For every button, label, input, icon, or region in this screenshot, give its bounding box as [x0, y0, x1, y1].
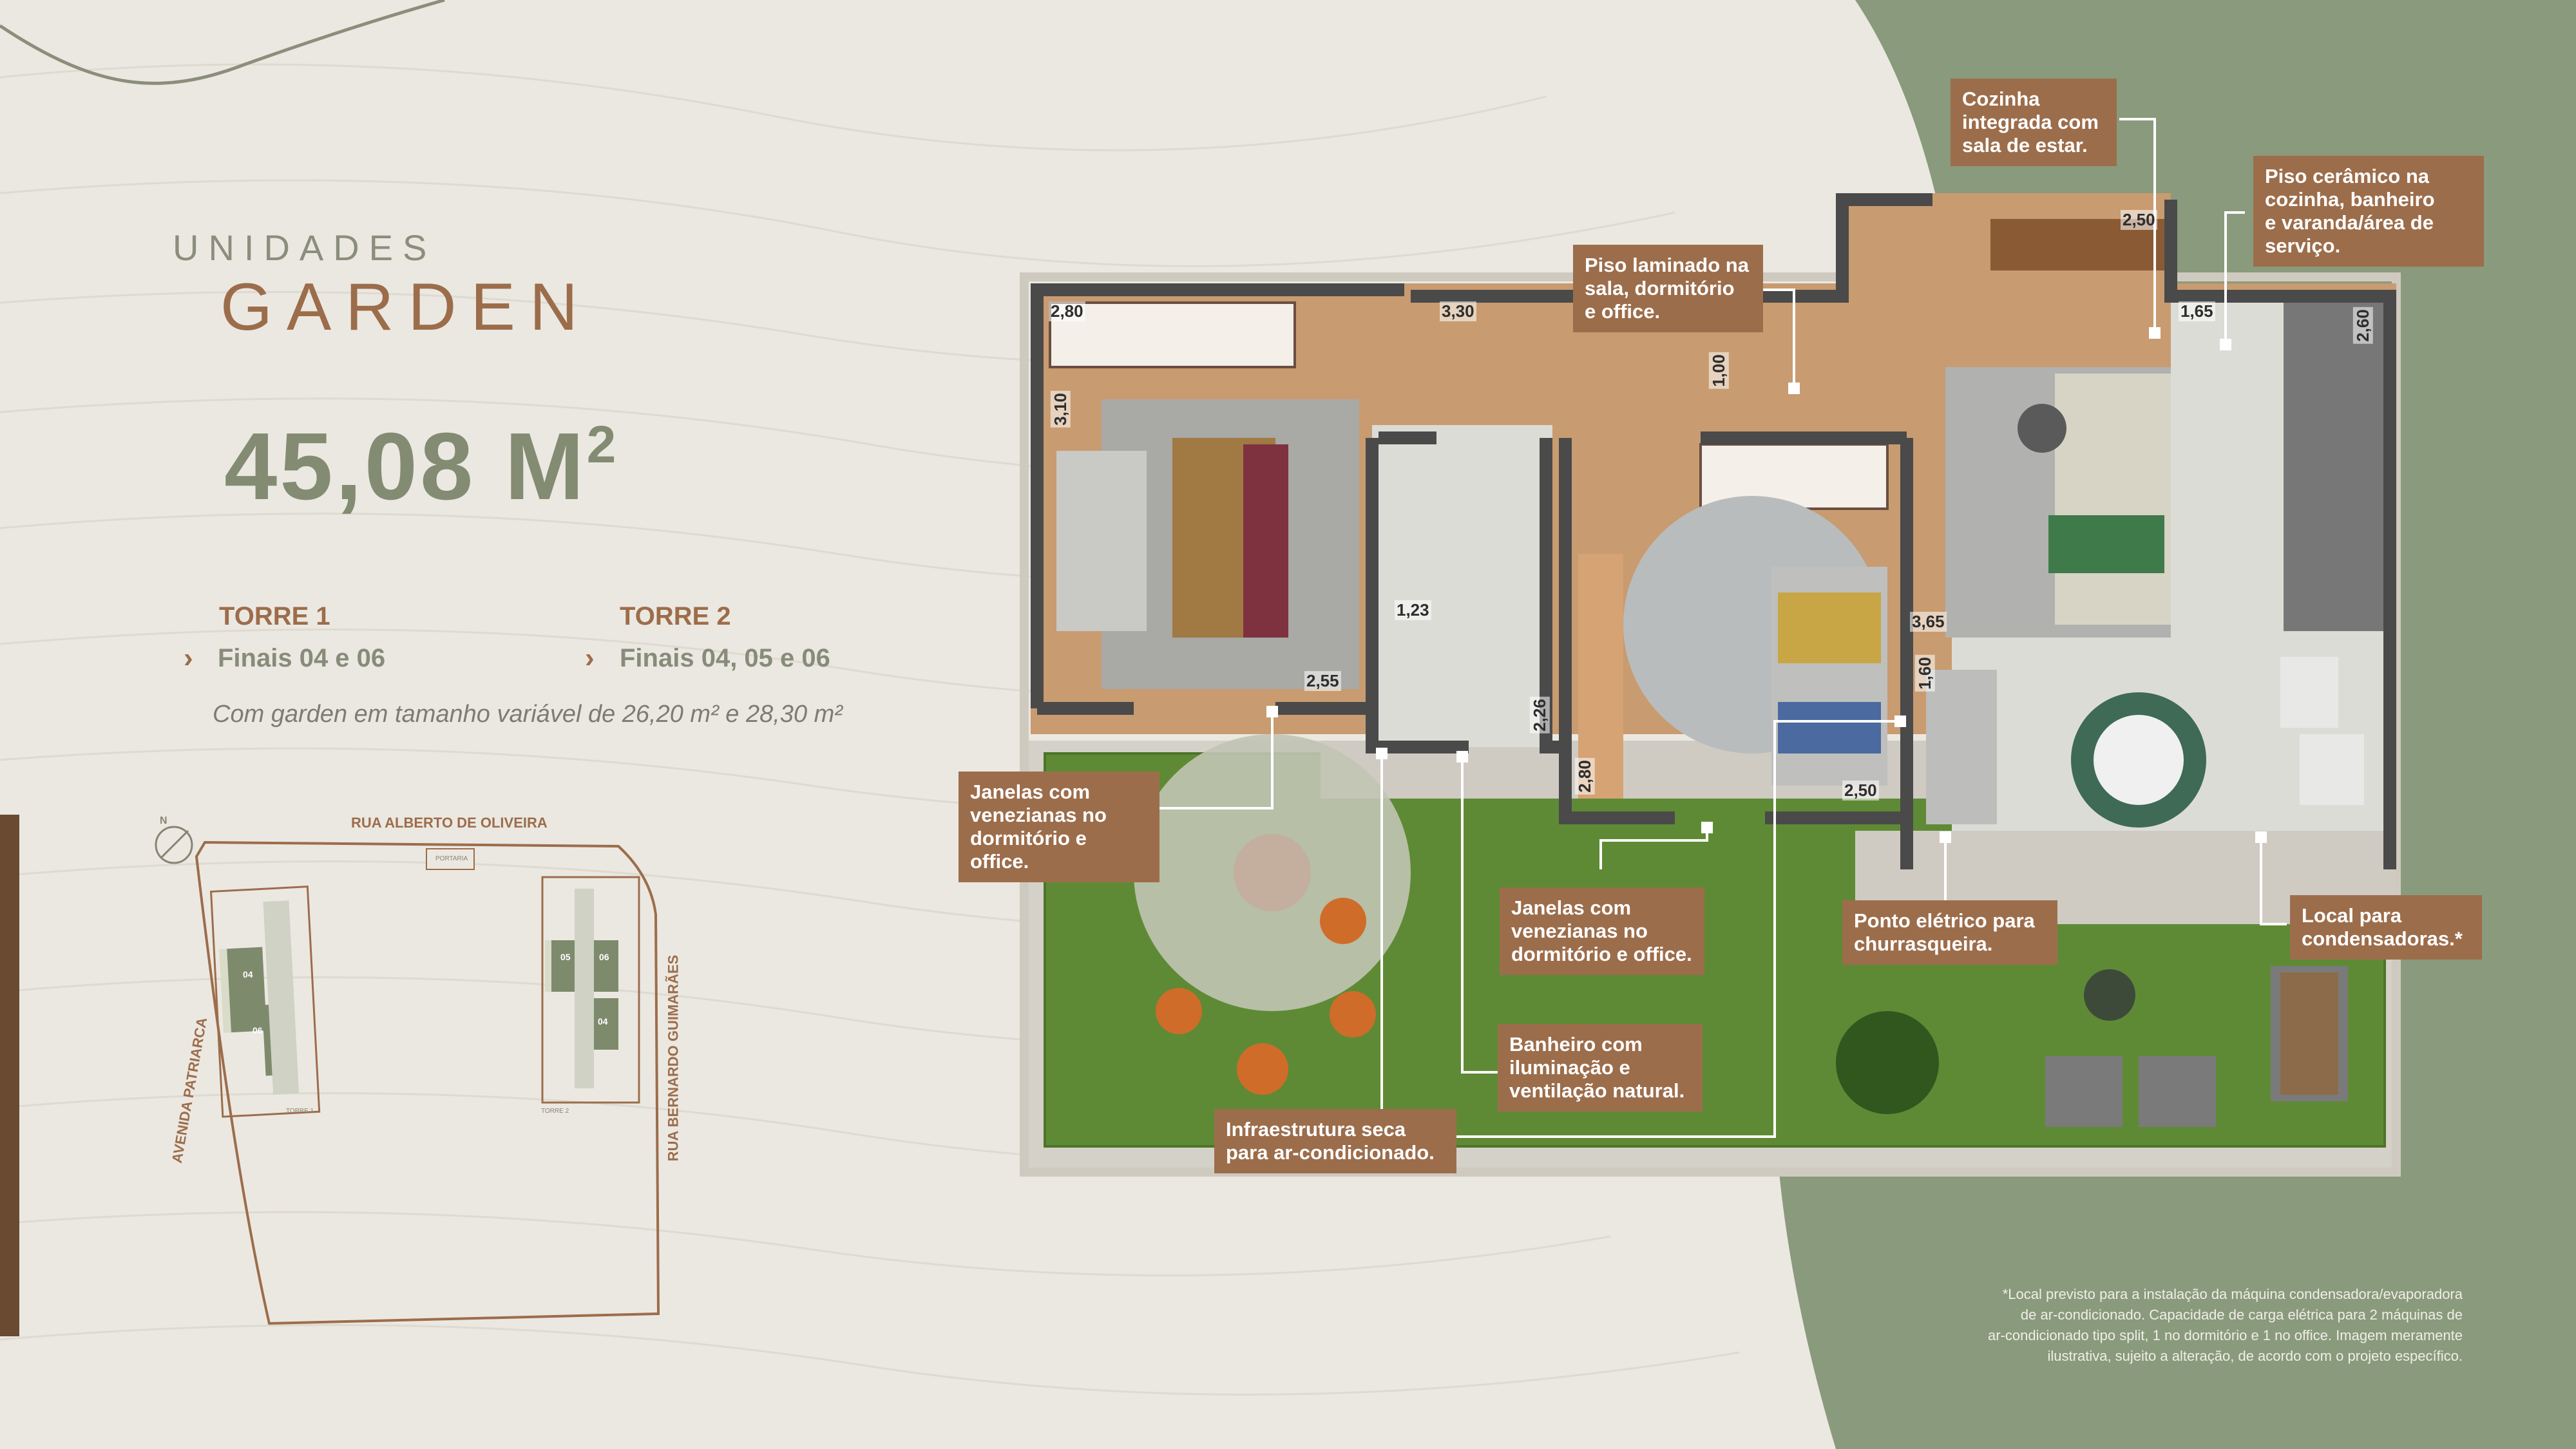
callout-banheiro: Banheiro com iluminação e ventilação nat…: [1498, 1024, 1703, 1112]
callout-cozinha: Cozinha integrada com sala de estar.: [1951, 79, 2117, 166]
site-plan: [155, 826, 660, 1325]
callout-piso-laminado: Piso laminado na sala, dormitório e offi…: [1573, 245, 1763, 332]
footnote: *Local previsto para a instalação da máq…: [1988, 1286, 2463, 1364]
chevron-right-icon: ›: [585, 642, 595, 674]
dimension-label: 2,50: [2121, 210, 2157, 230]
callout-janelas-office: Janelas com venezianas no dormitório e o…: [1500, 887, 1704, 975]
dimension-label: 1,00: [1708, 352, 1729, 389]
chevron-right-icon: ›: [184, 642, 193, 674]
torre1-map-label: TORRE 1: [286, 1108, 314, 1115]
tower-2-finais: Finais 04, 05 e 06: [620, 644, 830, 672]
callout-ponto-eletrico: Ponto elétrico para churrasqueira.: [1842, 900, 2057, 965]
north-label: N: [160, 815, 167, 826]
dimension-label: 1,23: [1395, 600, 1431, 620]
street-right-label: RUA BERNARDO GUIMARÃES: [665, 954, 682, 1162]
tower-1-plan: [209, 886, 321, 1118]
unit-number: 04: [598, 1016, 608, 1027]
callout-condensadoras: Local para condensadoras.*: [2290, 895, 2482, 960]
garden-furniture: [1134, 734, 2348, 1127]
portaria-label: PORTARIA: [435, 855, 468, 862]
dimension-label: 2,55: [1304, 671, 1341, 691]
decorative-curve: [0, 0, 445, 85]
unit-number: 05: [560, 952, 571, 962]
dimension-label: 2,80: [1574, 758, 1595, 795]
dimension-label: 2,26: [1529, 697, 1550, 734]
callout-infraestrutura: Infraestrutura seca para ar-condicionado…: [1214, 1109, 1456, 1173]
callout-piso-ceramico: Piso cerâmico na cozinha, banheiro e var…: [2253, 156, 2484, 267]
floor-plan: [1020, 193, 2401, 1177]
garden-size-note: Com garden em tamanho variável de 26,20 …: [213, 701, 843, 728]
dimension-label: 3,65: [1910, 612, 1947, 632]
section-title: GARDEN: [220, 270, 592, 345]
unit-number: 04: [243, 969, 253, 980]
dimension-label: 2,60: [2352, 307, 2373, 344]
dimension-label: 1,65: [2179, 301, 2215, 321]
bathroom-tile: [1372, 425, 1552, 747]
unit-area-value: 45,08 M: [224, 413, 587, 520]
walls: [1031, 193, 2396, 869]
section-kicker: UNIDADES: [173, 227, 437, 268]
tower-2-plan: [541, 876, 640, 1104]
dimension-label: 2,50: [1842, 781, 1879, 800]
callout-dots: [1266, 327, 2267, 843]
callout-janelas-dormitorio: Janelas com venezianas no dormitório e o…: [959, 772, 1159, 882]
tower-2-title: TORRE 2: [620, 602, 731, 630]
unit-number: 06: [253, 1025, 263, 1036]
street-top-label: RUA ALBERTO DE OLIVEIRA: [351, 815, 548, 831]
tower-1-title: TORRE 1: [219, 602, 330, 630]
wood-strip: [0, 815, 19, 1336]
dimension-label: 2,80: [1049, 301, 1085, 321]
torre2-map-label: TORRE 2: [541, 1108, 569, 1115]
dimension-label: 1,60: [1914, 655, 1935, 692]
dimension-label: 3,30: [1440, 301, 1476, 321]
unit-area-superscript: 2: [586, 415, 619, 474]
callout-leaders: [1156, 118, 2287, 1138]
dimension-label: 3,10: [1050, 391, 1071, 428]
tower-1-finais: Finais 04 e 06: [218, 644, 386, 672]
unit-number: 06: [599, 952, 609, 962]
unit-area: 45,08 M2: [224, 412, 618, 522]
